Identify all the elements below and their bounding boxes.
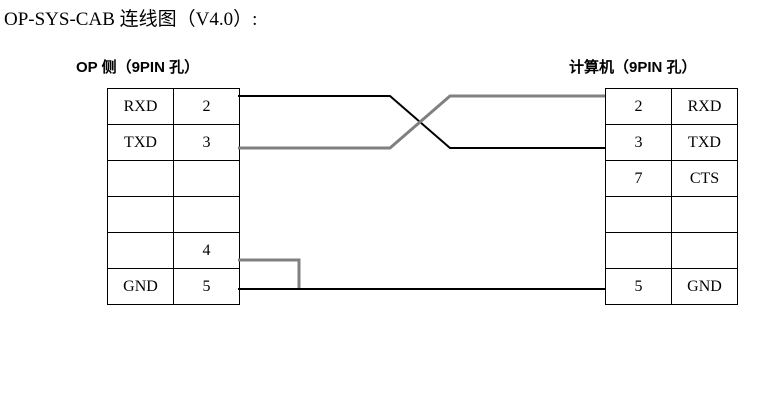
table-row: TXD 3 bbox=[107, 124, 240, 161]
right-signal-name: CTS bbox=[671, 160, 738, 197]
left-signal-name bbox=[107, 196, 174, 233]
table-row: RXD 2 bbox=[107, 88, 240, 125]
right-pin-number: 5 bbox=[605, 268, 672, 305]
right-signal-name: GND bbox=[671, 268, 738, 305]
left-connector-header: OP 侧（9PIN 孔） bbox=[76, 59, 200, 76]
table-row: 4 bbox=[107, 232, 240, 269]
left-pin-number: 4 bbox=[173, 232, 240, 269]
left-pin-number: 5 bbox=[173, 268, 240, 305]
table-row: 7 CTS bbox=[605, 160, 738, 197]
wire-txd-to-rxd bbox=[238, 94, 605, 150]
left-signal-name: TXD bbox=[107, 124, 174, 161]
right-pin-number: 7 bbox=[605, 160, 672, 197]
right-pin-number: 2 bbox=[605, 88, 672, 125]
right-signal-name: TXD bbox=[671, 124, 738, 161]
left-signal-name: GND bbox=[107, 268, 174, 305]
right-connector-header: 计算机（9PIN 孔） bbox=[569, 59, 697, 76]
right-signal-name bbox=[671, 196, 738, 233]
table-row bbox=[605, 196, 738, 233]
left-signal-name: RXD bbox=[107, 88, 174, 125]
wire-pin4-loop bbox=[238, 258, 301, 289]
left-signal-name bbox=[107, 232, 174, 269]
left-pin-number bbox=[173, 196, 240, 233]
right-pin-table: 2 RXD 3 TXD 7 CTS 5 GND bbox=[605, 88, 738, 305]
table-row: GND 5 bbox=[107, 268, 240, 305]
left-signal-name bbox=[107, 160, 174, 197]
table-row: 5 GND bbox=[605, 268, 738, 305]
table-row bbox=[605, 232, 738, 269]
right-signal-name: RXD bbox=[671, 88, 738, 125]
right-pin-number: 3 bbox=[605, 124, 672, 161]
table-row: 3 TXD bbox=[605, 124, 738, 161]
right-pin-number bbox=[605, 196, 672, 233]
table-row bbox=[107, 196, 240, 233]
wire-rxd-to-txd bbox=[238, 95, 605, 149]
table-row: 2 RXD bbox=[605, 88, 738, 125]
left-pin-number: 3 bbox=[173, 124, 240, 161]
table-row bbox=[107, 160, 240, 197]
right-signal-name bbox=[671, 232, 738, 269]
left-pin-number: 2 bbox=[173, 88, 240, 125]
page-title: OP-SYS-CAB 连线图（V4.0）: bbox=[4, 9, 258, 30]
right-pin-number bbox=[605, 232, 672, 269]
left-pin-table: RXD 2 TXD 3 4 GND 5 bbox=[107, 88, 240, 305]
left-pin-number bbox=[173, 160, 240, 197]
